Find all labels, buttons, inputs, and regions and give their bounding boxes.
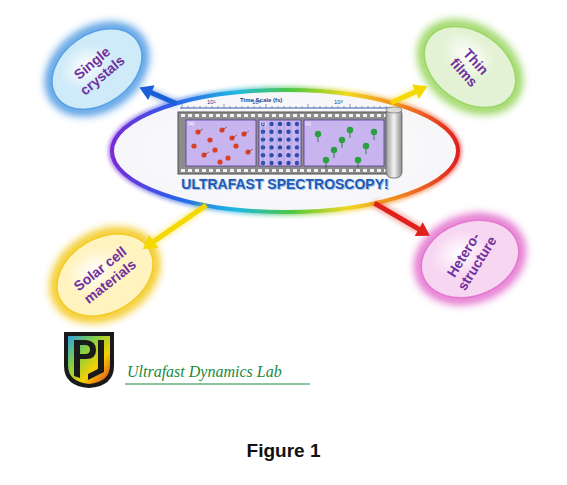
logo-fill: [68, 336, 110, 384]
bubble-glow: [34, 9, 160, 128]
scale-label: 10²: [252, 98, 261, 106]
lab-underline: [125, 383, 310, 384]
rainbow-ring: [112, 90, 458, 212]
node-outline: [108, 86, 462, 216]
scale-label: (b): [260, 120, 266, 127]
scale-label: 10¹: [207, 98, 216, 106]
bubble-body: [42, 217, 167, 332]
connector-arrow: [139, 85, 176, 103]
figure-caption: Figure 1: [0, 440, 567, 462]
logo-shield: [64, 332, 114, 388]
connector-arrow: [374, 203, 430, 236]
scale-label: (c): [305, 120, 311, 127]
arrow-shaft: [374, 203, 420, 230]
bubble-glow: [406, 7, 534, 127]
scale-label: (a): [188, 120, 194, 127]
arrow-head: [412, 84, 427, 99]
bubble-body: [409, 10, 531, 125]
connector-arrow: [143, 205, 206, 249]
arrow-shaft: [152, 205, 206, 242]
topic-bubble: Hetero- structure: [410, 208, 530, 310]
lab-name: Ultrafast Dynamics Lab: [127, 363, 282, 381]
banner-text: ULTRAFAST SPECTROSCOPY!: [115, 176, 455, 192]
bubble-body: [410, 207, 529, 311]
topic-bubble: Solar cell materials: [44, 224, 166, 326]
arrow-glow: [374, 203, 420, 230]
scale-label: Time Scale (fs): [240, 96, 282, 104]
topic-bubble: Single crystals: [38, 20, 156, 118]
scale-label: 10³: [334, 98, 343, 106]
arrow-head: [139, 85, 154, 100]
connector-arrow: [391, 84, 427, 102]
bubble-glow: [40, 215, 171, 336]
central-ellipse: ULTRAFAST SPECTROSCOPY!: [108, 86, 462, 216]
arrow-head: [415, 222, 430, 236]
lab-logo: [64, 332, 114, 388]
arrow-glow: [152, 205, 206, 242]
rainbow-glow: [112, 90, 458, 212]
bubble-body: [37, 12, 157, 126]
logo-letter-shape: [88, 340, 104, 380]
bubble-glow: [408, 205, 532, 314]
logo-letter-shape: [74, 340, 96, 378]
topic-bubble: Thin films: [410, 18, 530, 116]
